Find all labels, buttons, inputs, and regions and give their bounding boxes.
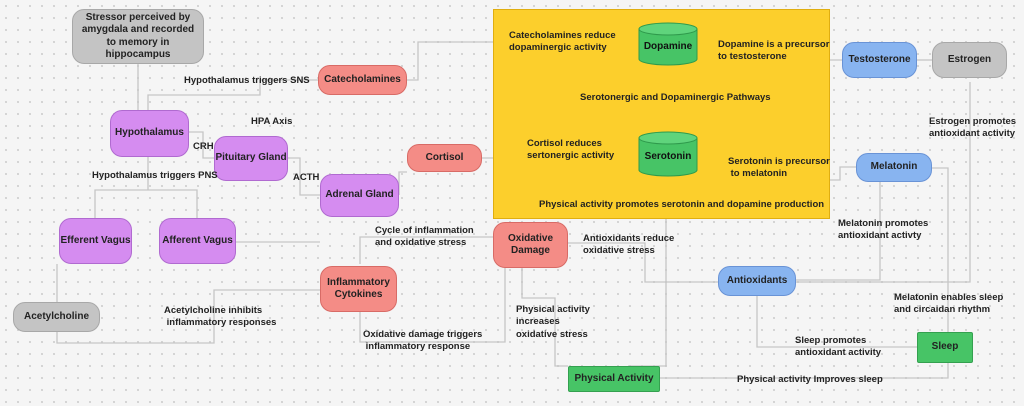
pituitary-gland-node[interactable]: Pituitary Gland [214, 136, 288, 181]
label-serotonergic-dopaminergic: Serotonergic and Dopaminergic Pathways [580, 92, 771, 103]
stressor-node[interactable]: Stressor perceived by amygdala and recor… [72, 9, 204, 64]
label-dopamine-precursor: Dopamine is a precursor to testosterone [718, 39, 830, 63]
label-crh: CRH [193, 141, 214, 152]
adrenal-gland-node[interactable]: Adrenal Gland [320, 174, 399, 217]
serotonin-node[interactable]: Serotonin [638, 131, 698, 177]
physical-activity-node[interactable]: Physical Activity [568, 366, 660, 392]
link-acetylcholine-cytokines [56, 289, 320, 344]
catecholamines-node[interactable]: Catecholamines [318, 65, 407, 95]
label-serotonin-precursor: Serotonin is precursor to melatonin [728, 156, 830, 180]
efferent-vagus-node[interactable]: Efferent Vagus [59, 218, 132, 264]
link-hypothalamus-catecholamines [147, 79, 318, 110]
hypothalamus-node[interactable]: Hypothalamus [110, 110, 189, 157]
label-catecholamines-reduce: Catecholamines reduce dopaminergic activ… [509, 30, 616, 54]
link-pituitary-adrenal [288, 157, 320, 196]
link-hypothalamus-vagus [94, 157, 198, 218]
estrogen-node[interactable]: Estrogen [932, 42, 1007, 78]
label-physical-activity-promotes: Physical activity promotes serotonin and… [539, 199, 825, 210]
oxidative-damage-node[interactable]: Oxidative Damage [493, 222, 568, 268]
link-oxidative-cytokines [359, 268, 506, 343]
link-hypothalamus-pituitary [189, 131, 214, 159]
cylinder-shape [638, 22, 698, 66]
afferent-vagus-node[interactable]: Afferent Vagus [159, 218, 236, 264]
link-melatonin-antioxidants [796, 182, 881, 281]
antioxidants-node[interactable]: Antioxidants [718, 266, 796, 296]
link-sleep-antioxidants [756, 296, 917, 348]
label-physical-activity-improves-sleep: Physical activity Improves sleep [737, 374, 883, 385]
link-physical-oxidative [521, 268, 568, 367]
acetylcholine-node[interactable]: Acetylcholine [13, 302, 100, 332]
label-melatonin-enables-sleep: Melatonin enables sleep and circaidan rh… [894, 292, 1004, 316]
link-estrogen-antioxidants [796, 82, 971, 283]
dopamine-node[interactable]: Dopamine [638, 22, 698, 66]
link-physical-sleep [660, 363, 949, 379]
label-hypothalamus-triggers-pns: Hypothalamus triggers PNS [92, 170, 218, 181]
inflammatory-cytokines-node[interactable]: Inflammatory Cytokines [320, 266, 397, 312]
cortisol-node[interactable]: Cortisol [407, 144, 482, 172]
melatonin-node[interactable]: Melatonin [856, 153, 932, 182]
link-cytokines-oxidative [359, 236, 493, 264]
testosterone-node[interactable]: Testosterone [842, 42, 917, 78]
label-estrogen-promotes: Estrogen promotes antioxidant activity [929, 116, 1017, 140]
label-antioxidants-reduce: Antioxidants reduce oxidative stress [583, 233, 675, 257]
cylinder-shape [638, 131, 698, 177]
label-sleep-promotes: Sleep promotes antioxidant activity [795, 335, 882, 359]
label-hpa-axis: HPA Axis [251, 116, 293, 127]
dopamine-label: Dopamine [643, 41, 693, 52]
label-acetylcholine-inhibits: Acetylcholine inhibits inflammatory resp… [164, 305, 277, 329]
sleep-node[interactable]: Sleep [917, 332, 973, 363]
label-physical-activity-increases: Physical activity increases oxidative st… [516, 304, 590, 340]
link-antioxidants-oxidative [568, 242, 718, 283]
label-melatonin-promotes: Melatonin promotes antioxidant activty [838, 218, 929, 242]
label-acth: ACTH [293, 172, 320, 183]
link-melatonin-sleep [932, 167, 949, 332]
serotonin-label: Serotonin [644, 151, 692, 162]
label-cortisol-reduces: Cortisol reduces sertonergic activity [527, 138, 615, 162]
label-hypothalamus-triggers-sns: Hypothalamus triggers SNS [184, 75, 310, 86]
label-oxidative-damage-triggers: Oxidative damage triggers inflammatory r… [363, 329, 483, 353]
link-adrenal-cortisol [398, 171, 407, 195]
label-cycle-inflammation: Cycle of inflammation and oxidative stre… [375, 225, 474, 249]
